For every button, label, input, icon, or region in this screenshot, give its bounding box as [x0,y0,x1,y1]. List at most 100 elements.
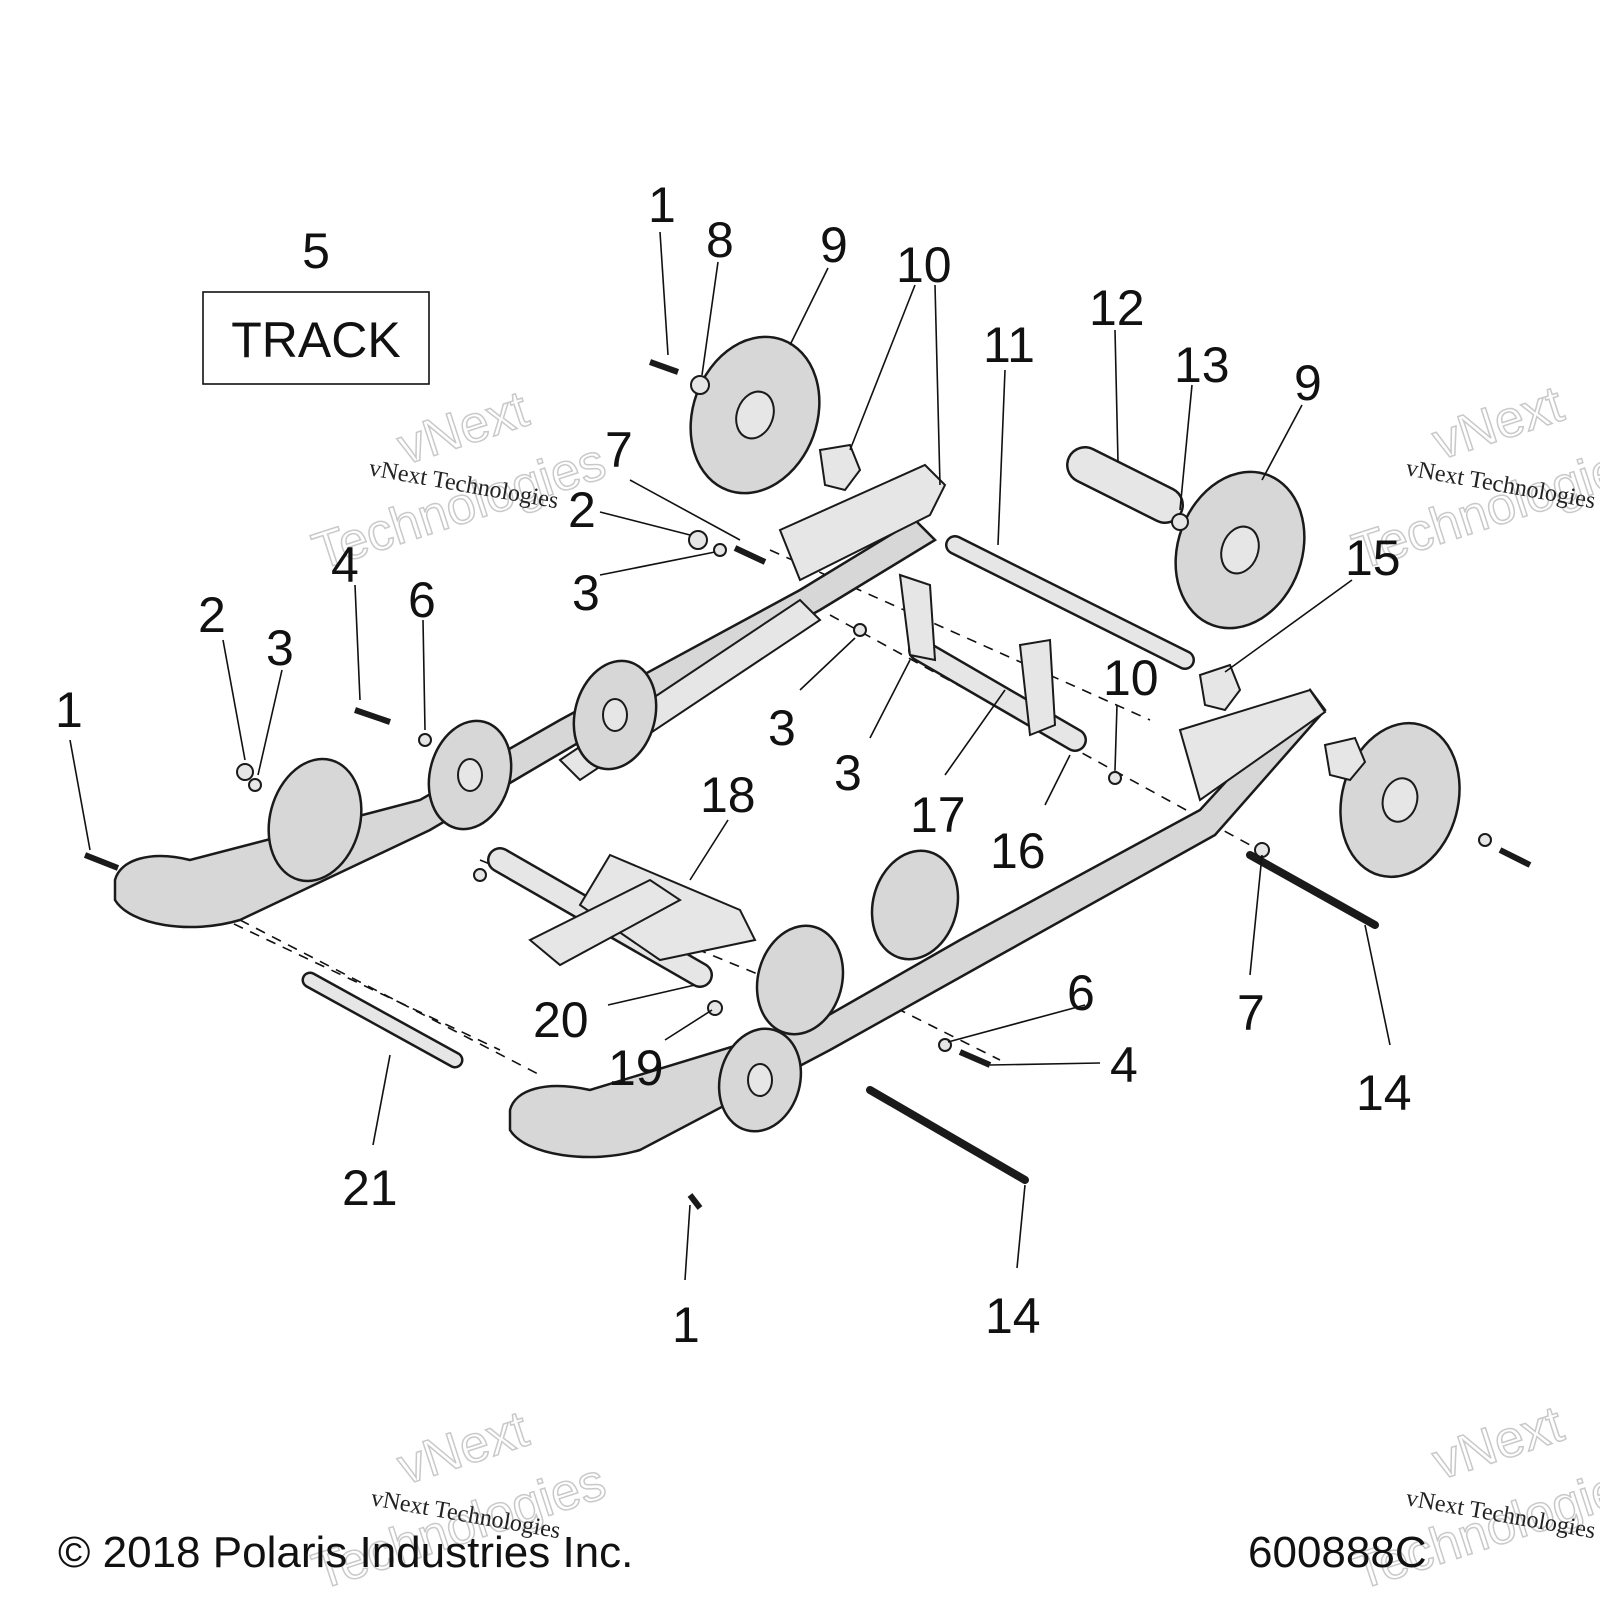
callout-numbers: 1 8 9 10 11 12 13 9 7 2 3 4 6 2 3 1 3 3 … [55,177,1412,1353]
callout-12: 12 [1089,280,1145,336]
left-rail-body [113,518,938,929]
leader-10-right [1224,579,1353,673]
leader-2-left [222,639,246,761]
bolt-4-right [958,1049,992,1068]
washer-13 [1171,513,1189,531]
callout-4: 4 [1110,1037,1138,1093]
assembly-line [239,919,541,1076]
callout-10: 10 [896,237,952,293]
leader-9-upper [789,267,829,346]
callout-9: 9 [820,217,848,273]
shaft-11-fill [947,537,1193,668]
leader-lines [69,231,1391,1281]
callout-8: 8 [706,212,734,268]
bolt-1-bottom [687,1193,703,1210]
callout-21: 21 [342,1160,398,1216]
callout-14: 14 [1356,1065,1412,1121]
washer-19 [707,1000,723,1016]
leader-9-right [1261,404,1303,481]
callout-4: 4 [331,537,359,593]
leader-6-left [422,619,426,731]
callout-2: 2 [198,587,226,643]
leader-10-a [849,284,916,451]
callout-6: 6 [408,572,436,628]
callout-10: 15 [1345,530,1401,586]
idler-wheel-left-1-hub [457,758,483,792]
callout-9: 9 [1294,355,1322,411]
leader-3-left [257,669,283,776]
wheel-9-right-hub [1220,525,1260,575]
track-label-box: TRACK 5 [202,223,430,385]
bolt-14-upper [1246,851,1379,929]
bolt-1-left [83,852,120,871]
left-rail [113,463,947,929]
callout-7: 7 [605,422,633,478]
watermark-big-top: vNext [1426,1395,1571,1491]
bolt-14-lower [866,1086,1029,1184]
leader-11 [997,369,1006,546]
callout-5: 5 [302,223,330,279]
right-rail-rear-bracket [1178,688,1327,802]
nut-2-upper [688,530,708,550]
bolt-rear-right [1498,847,1532,868]
cap-10-right [1198,663,1242,712]
hardware [83,359,1532,1210]
bracket-18-arm [528,878,682,967]
watermark-big-top: vNext [1426,375,1571,471]
right-rail-body [508,688,1327,1159]
leader-4-right [989,1062,1101,1066]
wheel-9-upper-hub [735,390,775,440]
leader-18 [689,819,729,881]
leader-2-upper [599,511,691,536]
assembly-line [769,549,1151,721]
leader-6-right [947,1004,1086,1043]
watermark-group: vNext Technologies vNext Technologies vN… [305,374,1600,1600]
leader-17 [869,659,911,739]
washer-8 [690,375,710,395]
bracket-17-left [898,573,937,662]
callout-13: 13 [1174,337,1230,393]
leader-1-bottom [684,1204,691,1281]
leader-14-bottom [1016,1184,1026,1269]
leader-7-right [1249,854,1263,976]
leader-13 [1179,384,1193,511]
leader-15 [1044,754,1071,806]
callout-20: 20 [533,992,589,1048]
callout-15: 16 [990,823,1046,879]
copyright-text: © 2018 Polaris Industries Inc. [58,1528,634,1577]
washer-3-mid [853,623,867,637]
bracket-17-right [1018,638,1057,737]
assembly-line [119,869,501,1051]
washer-3-upper [713,543,727,557]
callout-3: 3 [266,620,294,676]
leader-19 [664,1009,713,1041]
callout-7: 7 [1237,985,1265,1041]
callout-3: 3 [768,700,796,756]
bolt-1-top [648,359,680,375]
wheels [267,335,1461,1133]
callout-18: 18 [700,767,756,823]
washer-3-right [1108,771,1122,785]
leader-10-b [934,284,941,486]
idler-wheel-right-2 [870,849,960,961]
callout-19: 19 [608,1040,664,1096]
shaft-21-fill [304,974,461,1066]
track-box-frame [202,291,430,385]
cap-10-rear [1323,736,1367,782]
wheel-front-left [267,757,363,883]
right-rail [508,688,1327,1159]
wheel-rear-right-hub [1381,777,1419,823]
washer-3-left [248,778,262,792]
bolt-7-upper [733,545,767,565]
diagram-number: 600888C [1248,1528,1427,1577]
leader-14-right [1364,924,1391,1046]
leader-16 [944,689,1006,776]
callout-16: 17 [910,787,966,843]
left-rail-rear-bracket [778,463,947,582]
callout-14: 14 [985,1288,1041,1344]
leader-21 [372,1054,391,1146]
callout-2: 2 [568,482,596,538]
leader-1-left [69,739,91,851]
callout-11: 11 [983,317,1035,373]
leader-4-left [354,584,361,701]
